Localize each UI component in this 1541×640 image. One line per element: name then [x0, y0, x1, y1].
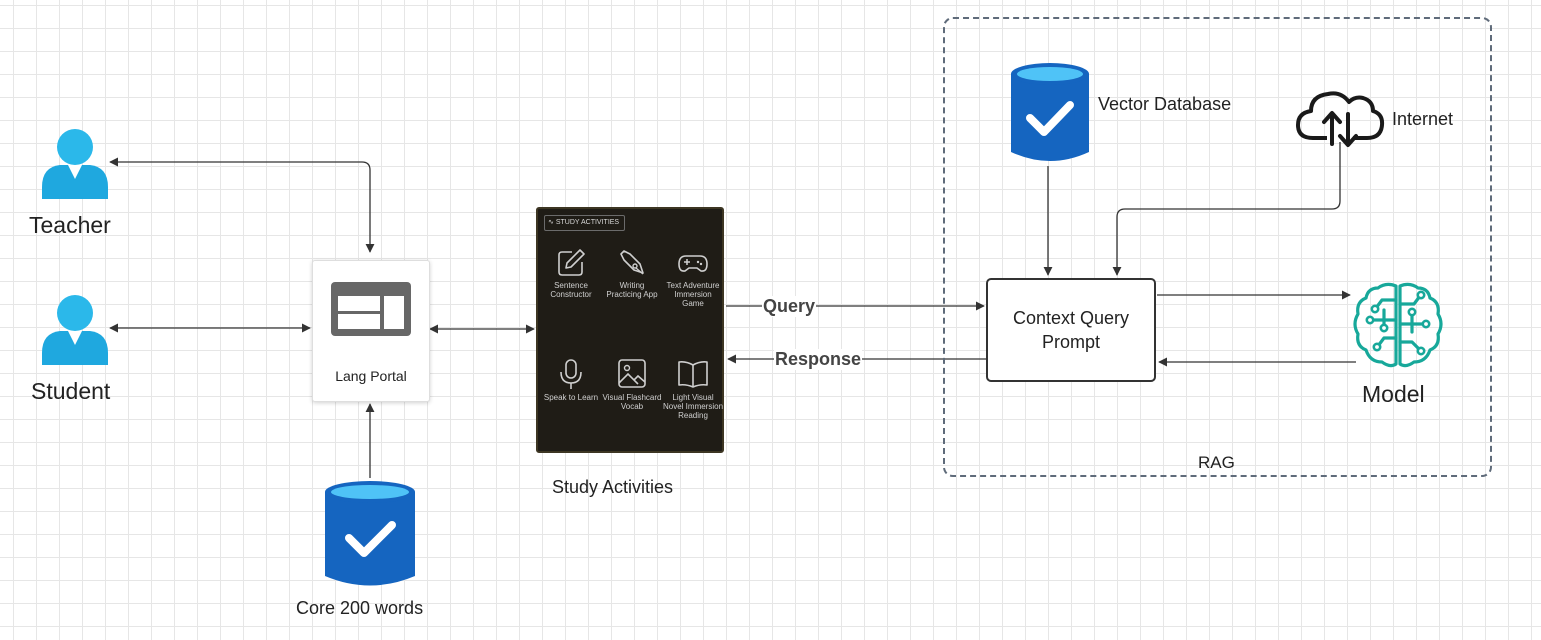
student-label: Student: [31, 378, 111, 404]
gamepad-icon: [678, 255, 708, 272]
teacher-portal-connector: [109, 157, 375, 253]
activity-light-visual-novel[interactable]: Light Visual Novel Immersion Reading: [663, 357, 723, 420]
microphone-icon: [560, 359, 582, 389]
core-words-database-icon: [324, 480, 416, 593]
lang-portal-label: Lang Portal: [335, 368, 407, 384]
activity-label: Writing Practicing App: [606, 281, 658, 299]
teacher-label: Teacher: [29, 212, 111, 238]
activity-label: Visual Flashcard Vocab: [602, 393, 662, 411]
pen-nib-icon: [620, 250, 644, 275]
internet-context-connector: [1112, 142, 1341, 276]
activity-label: Sentence Constructor: [550, 281, 592, 299]
image-icon: [618, 359, 646, 388]
student-person-icon: [40, 293, 110, 370]
core-words-label: Core 200 words: [296, 598, 424, 618]
open-book-icon: [678, 361, 708, 388]
brain-circuit-icon: [1350, 280, 1446, 375]
activity-writing-practicing[interactable]: Writing Practicing App: [602, 247, 662, 299]
response-edge-label: Response: [774, 349, 863, 370]
study-activities-tag-text: STUDY ACTIVITIES: [555, 219, 620, 226]
study-activities-label: Study Activities: [552, 477, 674, 497]
rag-label: RAG: [1198, 453, 1235, 472]
study-activities-tag: ∿ STUDY ACTIVITIES: [544, 215, 626, 231]
web-layout-icon: [331, 282, 411, 341]
teacher-person-icon: [40, 127, 110, 204]
activity-label: Speak to Learn: [543, 393, 599, 402]
vector-database-label: Vector Database: [1098, 94, 1232, 114]
rag-group-box: [943, 17, 1492, 477]
activity-label: Light Visual Novel Immersion Reading: [663, 393, 724, 420]
activity-text-adventure[interactable]: Text Adventure Immersion Game: [663, 247, 723, 308]
activity-sentence-constructor[interactable]: Sentence Constructor: [541, 247, 601, 299]
lang-portal-node[interactable]: Lang Portal: [312, 260, 430, 402]
study-activities-card[interactable]: ∿ STUDY ACTIVITIES Sentence Constructor …: [536, 207, 724, 453]
model-label: Model: [1362, 381, 1425, 407]
vector-database-icon: [1010, 62, 1090, 169]
activity-speak-to-learn[interactable]: Speak to Learn: [541, 357, 601, 402]
context-query-prompt-label: Context Query Prompt: [1012, 308, 1130, 352]
query-edge-label: Query: [762, 296, 817, 317]
internet-label: Internet: [1392, 109, 1454, 129]
context-query-prompt-node[interactable]: Context Query Prompt: [986, 278, 1156, 382]
activity-visual-flashcard[interactable]: Visual Flashcard Vocab: [602, 357, 662, 411]
activity-label: Text Adventure Immersion Game: [666, 281, 720, 308]
pulse-icon: ∿: [548, 219, 554, 226]
pencil-square-icon: [558, 249, 585, 276]
cloud-transfer-icon: [1293, 86, 1387, 155]
